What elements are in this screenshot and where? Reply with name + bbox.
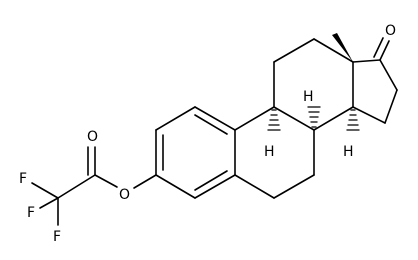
ring-c — [273, 38, 354, 131]
double-bond-inner — [194, 170, 228, 191]
methyl-wedge — [332, 33, 353, 62]
trifluoroacetate-group: O O F F F — [19, 129, 157, 245]
bond — [352, 106, 386, 124]
atom-label-hydrogen: H — [303, 89, 314, 105]
atom-label-oxygen: O — [119, 187, 130, 203]
bond — [133, 174, 157, 189]
bond — [313, 38, 354, 63]
bond — [234, 106, 275, 131]
bond — [313, 106, 354, 131]
bond — [352, 59, 381, 63]
atom-label-hydrogen: H — [264, 144, 275, 160]
bond — [39, 197, 59, 209]
bond — [194, 106, 236, 131]
bond — [234, 174, 275, 199]
bond — [273, 38, 315, 63]
bond — [379, 40, 390, 61]
ring-a-aromatic — [155, 106, 236, 199]
bond — [57, 174, 96, 199]
atom-label-oxygen: O — [87, 129, 98, 145]
bond — [155, 174, 196, 199]
atom-label-fluorine: F — [27, 205, 35, 221]
ring-d — [352, 59, 398, 124]
bond — [194, 174, 236, 199]
ketone-group: O — [373, 23, 396, 61]
double-bond — [373, 37, 384, 58]
atom-label-oxygen: O — [385, 23, 396, 39]
atom-label-fluorine: F — [19, 171, 27, 187]
bond — [273, 106, 315, 131]
bond — [273, 174, 315, 199]
bond — [155, 106, 196, 131]
ring-b — [234, 106, 315, 199]
bond — [31, 182, 59, 199]
bond — [384, 89, 398, 124]
atom-label-fluorine: F — [53, 229, 61, 245]
bond — [379, 59, 398, 91]
bond — [94, 174, 118, 188]
stereo-h-c9: H — [264, 109, 281, 160]
stereo-h-c8: H — [303, 89, 321, 128]
atom-label-hydrogen: H — [343, 144, 354, 160]
stereo-h-c14: H — [343, 109, 360, 160]
double-bond-inner — [194, 114, 228, 135]
